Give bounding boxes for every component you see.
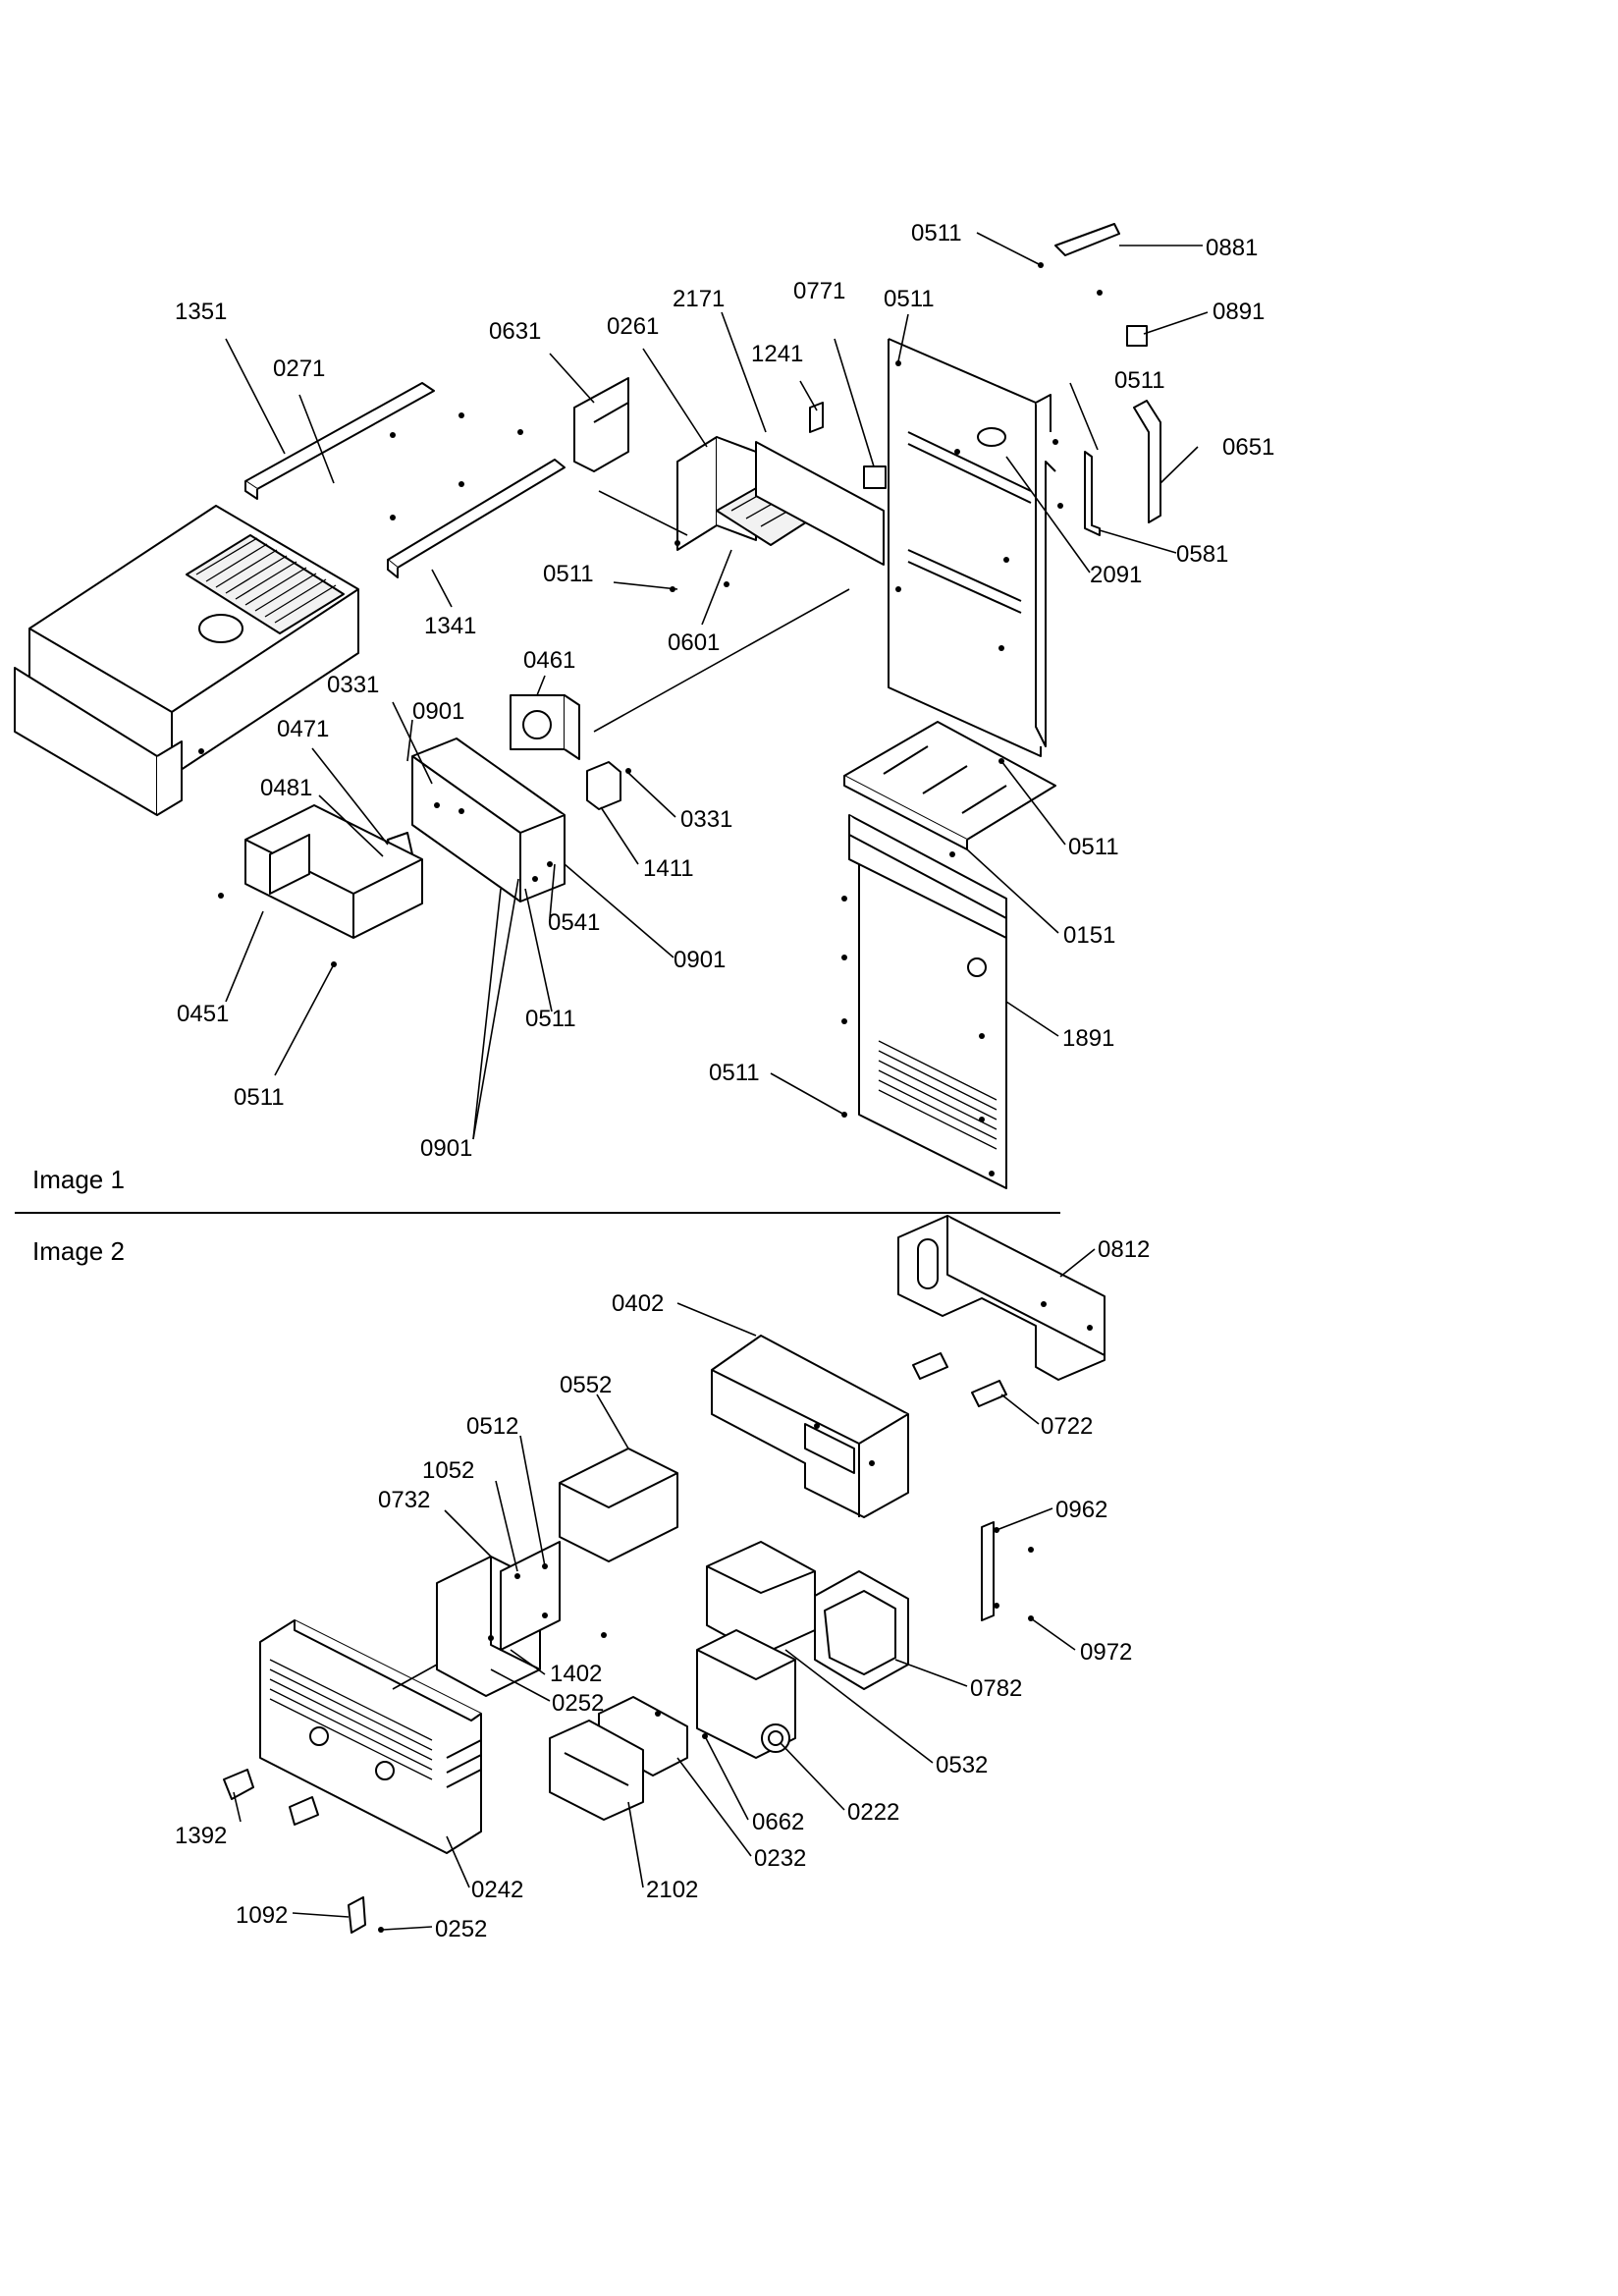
callout-1411: 1411 [643, 855, 694, 882]
callout-2171: 2171 [673, 286, 725, 312]
callout-0511: 0511 [543, 561, 594, 587]
callout-0271: 0271 [273, 355, 325, 382]
spacer-0722-part [912, 1352, 948, 1380]
callout-0261: 0261 [607, 313, 659, 340]
callout-0552: 0552 [560, 1372, 612, 1398]
image-1-callouts: 0511 0881 1351 2171 0771 0511 0891 0631 … [175, 220, 1274, 1162]
callout-1351: 1351 [175, 299, 227, 325]
callout-0732: 0732 [378, 1487, 430, 1513]
callout-1341: 1341 [424, 613, 476, 639]
callout-0662: 0662 [752, 1809, 804, 1835]
callout-1891: 1891 [1062, 1025, 1114, 1052]
bracket-0881-part [1054, 223, 1120, 256]
callout-0511: 0511 [1068, 834, 1119, 860]
callout-1052: 1052 [422, 1457, 474, 1484]
ice-bucket-part [14, 505, 359, 816]
callout-1092: 1092 [236, 1902, 288, 1929]
callout-0151: 0151 [1063, 922, 1115, 949]
callout-0512: 0512 [466, 1413, 518, 1440]
cover-0451-part [218, 804, 423, 967]
callout-0511: 0511 [911, 220, 962, 246]
image-2-callouts: 0812 0402 0552 0722 0512 1052 0962 0732 … [175, 1236, 1150, 1942]
strip-0651-part [1133, 400, 1161, 523]
dispenser-box-part [598, 1629, 796, 1777]
callout-0481: 0481 [260, 775, 312, 801]
callout-1392: 1392 [175, 1823, 227, 1849]
callout-0511: 0511 [234, 1084, 285, 1111]
panel-1891-part [841, 814, 1007, 1189]
image-2-parts [223, 1215, 1106, 1934]
callout-0972: 0972 [1080, 1639, 1132, 1666]
callout-0232: 0232 [754, 1845, 806, 1872]
plate-2102-part [549, 1720, 644, 1821]
callout-0891: 0891 [1213, 299, 1265, 325]
callout-1241: 1241 [751, 341, 803, 367]
callout-0331: 0331 [327, 672, 379, 698]
spacer-0722b-part [971, 1380, 1007, 1407]
bracket-0581-part [1084, 451, 1101, 536]
callout-0901: 0901 [412, 698, 464, 725]
callout-0782: 0782 [970, 1675, 1022, 1702]
callout-0402: 0402 [612, 1290, 664, 1317]
callout-0511: 0511 [1114, 367, 1165, 394]
callout-0631: 0631 [489, 318, 541, 345]
callout-2102: 2102 [646, 1877, 698, 1903]
callout-0451: 0451 [177, 1001, 229, 1027]
callout-0242: 0242 [471, 1877, 523, 1903]
callout-0881: 0881 [1206, 235, 1258, 261]
deflector-0151-part [843, 721, 1056, 857]
image-1-parts [14, 223, 1161, 1189]
callout-0812: 0812 [1098, 1236, 1150, 1263]
back-panel-part [809, 338, 1056, 757]
lever-assembly-part [436, 1448, 678, 1697]
callout-0541: 0541 [548, 909, 600, 936]
callout-0962: 0962 [1055, 1497, 1107, 1523]
callout-0581: 0581 [1176, 541, 1228, 568]
ice-maker-part [670, 436, 885, 592]
control-assembly-part [378, 694, 631, 902]
image-1-leaders [225, 232, 1209, 1140]
callout-0601: 0601 [668, 629, 720, 656]
callout-0511: 0511 [709, 1060, 760, 1086]
callout-0722: 0722 [1041, 1413, 1093, 1440]
callout-0471: 0471 [277, 716, 329, 742]
bezel-0242-part [223, 1619, 482, 1854]
callout-0651: 0651 [1222, 434, 1274, 461]
clip-1092-part [348, 1896, 366, 1934]
callout-2091: 2091 [1090, 562, 1142, 588]
bracket-0812-part [897, 1215, 1106, 1381]
rail-parts [244, 382, 566, 578]
callout-0511: 0511 [525, 1006, 576, 1032]
callout-0532: 0532 [936, 1752, 988, 1778]
callout-0461: 0461 [523, 647, 575, 674]
callout-0252: 0252 [552, 1690, 604, 1717]
callout-0331: 0331 [680, 806, 732, 833]
callout-0901: 0901 [420, 1135, 472, 1162]
cap-0891-part [1126, 325, 1148, 347]
housing-0402-part [711, 1335, 909, 1518]
image-2-title: Image 2 [32, 1236, 125, 1266]
callout-0901: 0901 [674, 947, 726, 973]
image-1-title: Image 1 [32, 1165, 125, 1194]
callout-1402: 1402 [550, 1661, 602, 1687]
callout-0511: 0511 [884, 286, 935, 312]
callout-0222: 0222 [847, 1799, 899, 1826]
callout-0252: 0252 [435, 1916, 487, 1942]
cover-0631-part [573, 377, 629, 472]
image-2-leaders [233, 1248, 1096, 1931]
callout-0771: 0771 [793, 278, 845, 304]
bar-0962-part [981, 1521, 1034, 1621]
frame-0532-part [706, 1541, 909, 1690]
